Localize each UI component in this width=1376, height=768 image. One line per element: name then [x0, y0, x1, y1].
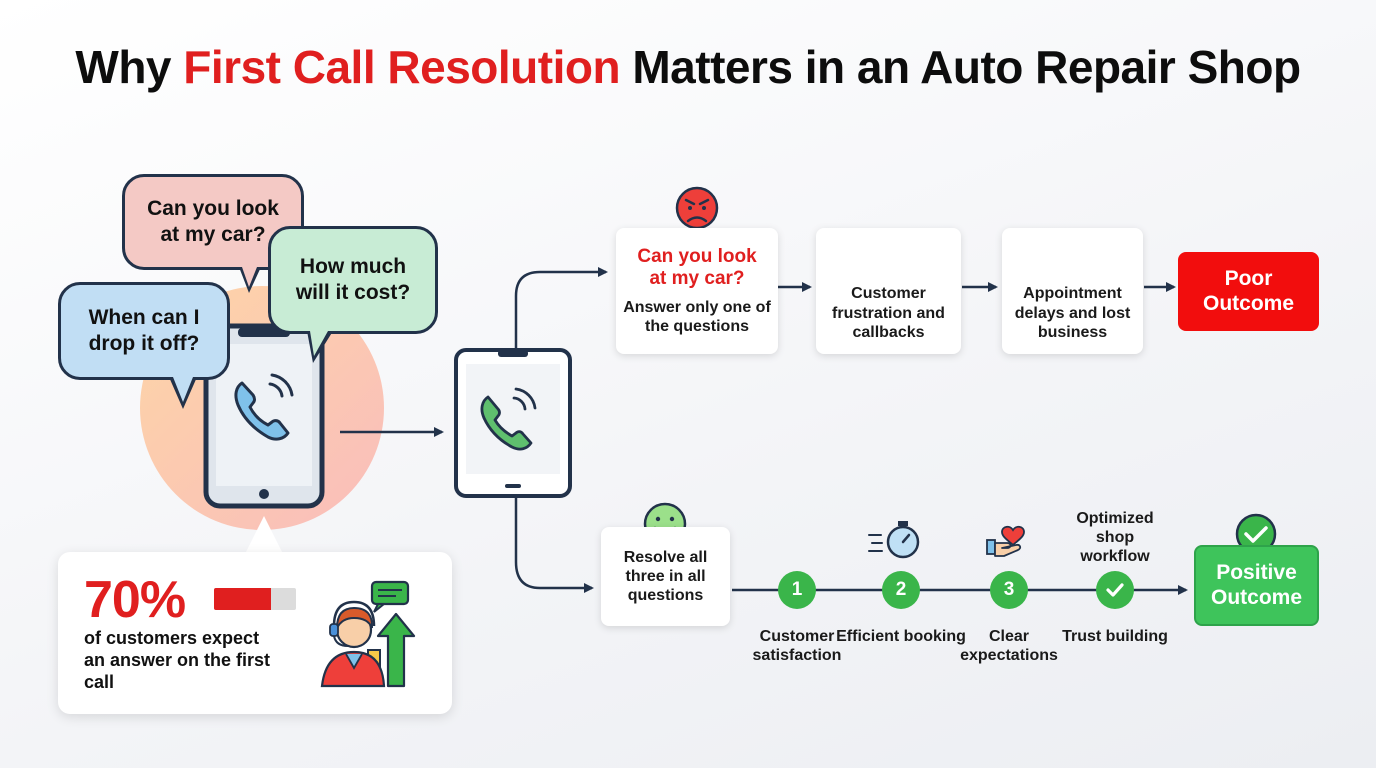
- large-phone-icon: [203, 323, 325, 509]
- agent-chart-icon: [320, 580, 416, 688]
- delays-card: Appointment delays and lost business: [1002, 228, 1143, 354]
- stat-description: of customers expect an answer on the fir…: [84, 628, 271, 692]
- speech-bubble-cost-text: How much will it cost?: [295, 255, 411, 304]
- resolve-card-text: Resolve all three in all questions: [623, 548, 708, 605]
- page-title: Why First Call Resolution Matters in an …: [75, 41, 1301, 93]
- question-card-question: Can you look at my car?: [637, 245, 757, 289]
- positive-outcome-box: Positive Outcome: [1194, 545, 1319, 626]
- step-2-label: Efficient booking: [836, 628, 966, 645]
- stat-progress-fill: [214, 588, 272, 610]
- speech-bubble-dropoff: When can I drop it off?: [58, 282, 230, 409]
- connector-poor-path: [514, 267, 608, 350]
- frustration-card: Customer frustration and callbacks: [816, 228, 961, 354]
- step-1-badge: 1: [778, 571, 816, 609]
- heart-hand-icon: [986, 525, 1025, 557]
- speech-bubble-look-text: Can you look at my car?: [147, 197, 279, 246]
- stat-card: 70% of customers expect an answer on the…: [58, 552, 452, 714]
- middle-phone-icon: [454, 348, 572, 498]
- angry-face-icon: [675, 186, 719, 230]
- delays-card-text: Appointment delays and lost business: [1014, 285, 1131, 341]
- optimized-workflow-label: Optimized shop workflow: [1076, 510, 1154, 566]
- poor-outcome-box: Poor Outcome: [1178, 252, 1319, 331]
- step-4-label: Trust building: [1062, 628, 1168, 645]
- stat-progress-bar: [214, 588, 296, 610]
- frustration-card-text: Customer frustration and callbacks: [832, 285, 945, 341]
- speech-bubble-dropoff-text: When can I drop it off?: [88, 306, 200, 355]
- step-3-badge: 3: [990, 571, 1028, 609]
- poor-outcome-text: Poor Outcome: [1202, 267, 1294, 315]
- stopwatch-icon: [868, 521, 920, 559]
- step-1-label: Customer satisfaction: [752, 628, 842, 665]
- stat-percent: 70%: [84, 571, 186, 629]
- title-highlight: First Call Resolution: [183, 41, 621, 93]
- connector-good-path: [514, 496, 594, 593]
- speech-bubble-look: Can you look at my car?: [122, 174, 304, 293]
- question-card: Can you look at my car? Answer only one …: [616, 228, 778, 354]
- step-4-check-badge: [1096, 571, 1134, 609]
- question-card-text: Answer only one of the questions: [623, 298, 771, 335]
- step-3-label: Clear expectations: [960, 628, 1058, 665]
- speech-bubble-cost: How much will it cost?: [268, 226, 438, 363]
- positive-outcome-text: Positive Outcome: [1210, 561, 1302, 609]
- check-icon: [1106, 583, 1124, 597]
- resolve-card: Resolve all three in all questions: [601, 527, 730, 626]
- step-2-badge: 2: [882, 571, 920, 609]
